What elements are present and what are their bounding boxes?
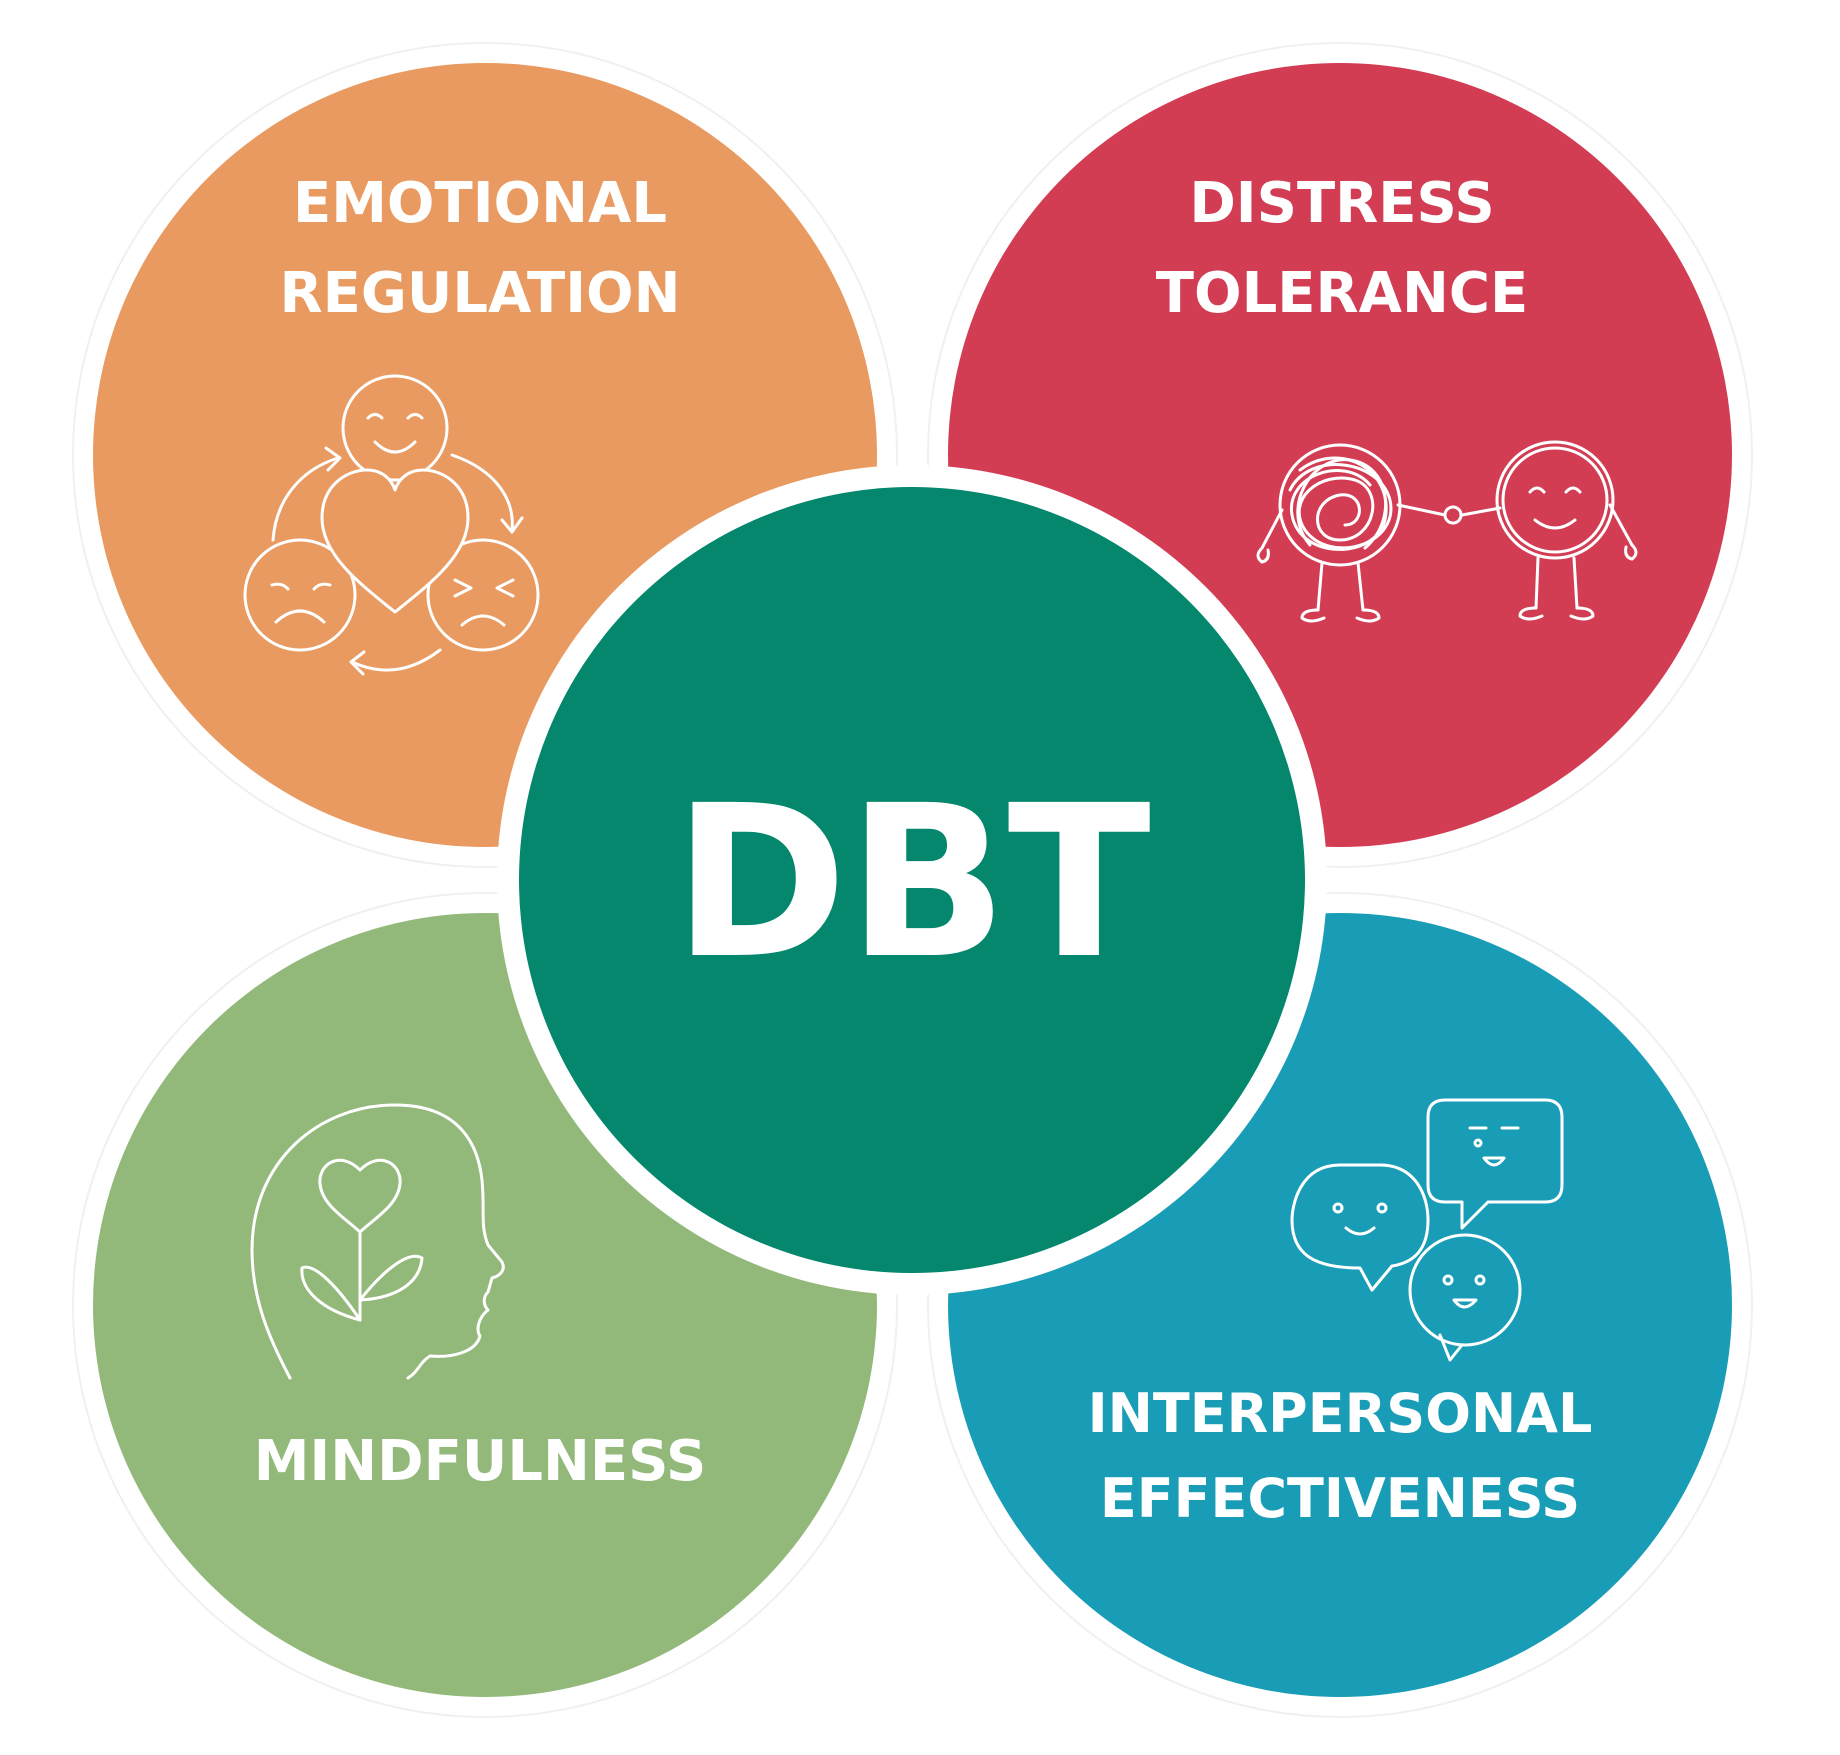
- emotional-regulation-label-line1: EMOTIONAL: [293, 171, 667, 236]
- tangled-and-calm-friends-icon: [1256, 440, 1638, 623]
- dbt-center-label: DBT: [673, 760, 1151, 1005]
- dbt-center-circle: [519, 487, 1305, 1273]
- interpersonal-effectiveness-label-line1: INTERPERSONAL: [1088, 1382, 1593, 1445]
- distress-tolerance-label-line2: TOLERANCE: [1156, 261, 1528, 326]
- emotion-cycle-icon: [243, 374, 540, 676]
- emotional-regulation-label-line2: REGULATION: [280, 261, 681, 326]
- head-heart-sprout-icon: [250, 1103, 505, 1380]
- mindfulness-label: MINDFULNESS: [254, 1429, 707, 1494]
- distress-tolerance-label-line1: DISTRESS: [1189, 171, 1494, 236]
- speech-bubbles-icon: [1290, 1098, 1564, 1362]
- interpersonal-effectiveness-label-line2: EFFECTIVENESS: [1100, 1467, 1580, 1530]
